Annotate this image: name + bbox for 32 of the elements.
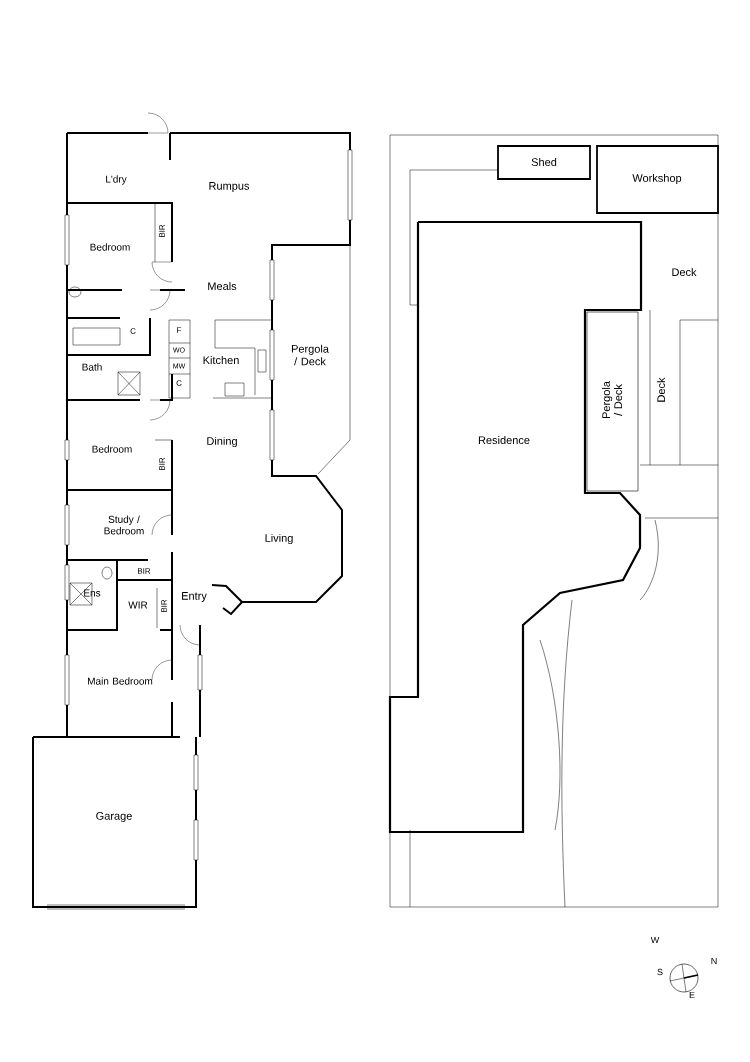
- cupboard-label: C: [176, 380, 182, 386]
- cupboard-label: C: [130, 328, 136, 334]
- room-label: Bedroom: [92, 445, 132, 453]
- cupboard-label: BIR: [138, 568, 151, 574]
- room-label: Meals: [208, 281, 237, 291]
- room-label: Living: [265, 533, 293, 545]
- compass-label: W: [650, 936, 660, 944]
- compass-label: N: [711, 957, 717, 965]
- pergola-box: Pergola / Deck: [586, 311, 639, 492]
- fridge-label: F: [177, 327, 182, 333]
- room-label: Bedroom: [90, 243, 130, 251]
- room-label: Entry: [182, 592, 207, 602]
- room-label: Rumpus: [209, 182, 250, 192]
- building-box: Workshop: [596, 145, 719, 214]
- room-label: Garage: [96, 812, 132, 822]
- area-label: Deck: [672, 267, 697, 277]
- room-label: Pergola / Deck: [291, 344, 329, 366]
- room-label: Main Bedroom: [88, 677, 153, 685]
- room-label: WIR: [128, 601, 148, 609]
- compass-label: E: [689, 991, 695, 999]
- room-label: Kitchen: [203, 355, 239, 365]
- area-label: Deck: [656, 377, 666, 402]
- room-label: Study / Bedroom: [104, 515, 144, 535]
- room-label: Dining: [207, 436, 237, 448]
- cupboard-label: BIR: [159, 457, 165, 470]
- room-label: Bath: [82, 363, 102, 371]
- cupboard-label: BIR: [159, 224, 165, 237]
- compass-label: S: [657, 968, 663, 976]
- cupboard-label: BIR: [161, 599, 167, 612]
- room-label: L'dry: [106, 175, 127, 185]
- room-label: Ens: [84, 589, 101, 597]
- building-box: Shed: [497, 145, 591, 180]
